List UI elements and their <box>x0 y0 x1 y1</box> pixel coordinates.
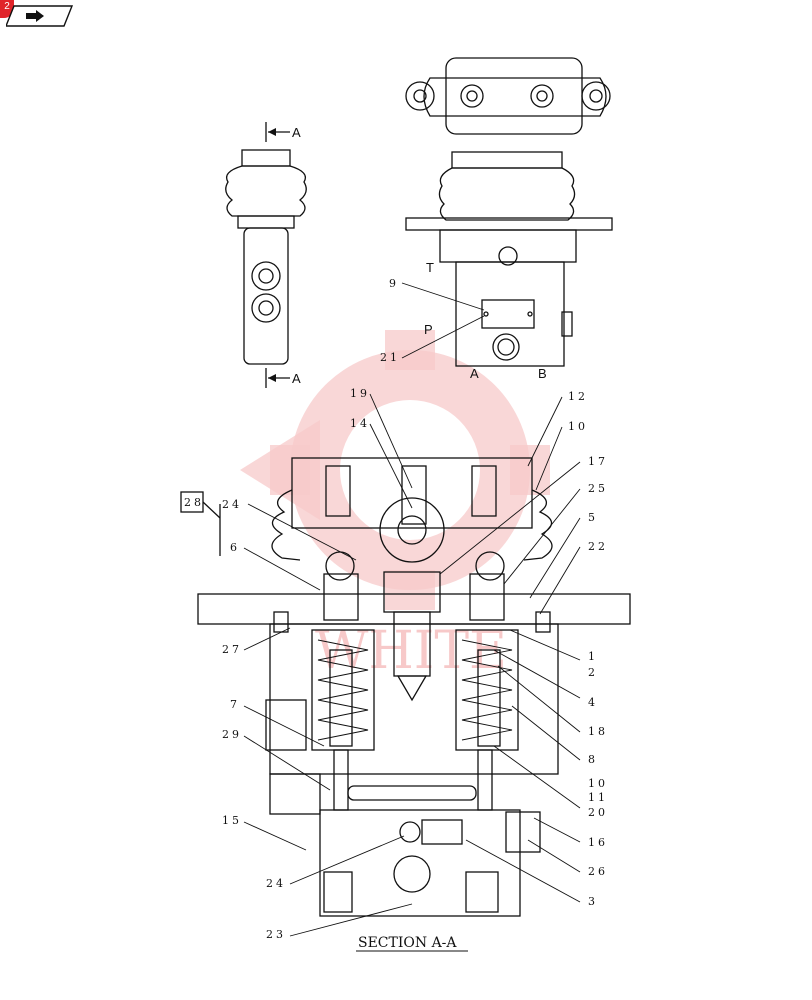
callout-29: 29 <box>222 728 242 741</box>
callout-15: 15 <box>222 814 242 827</box>
callout-23: 23 <box>266 928 286 941</box>
callout-11: 11 <box>588 791 608 804</box>
callout-9: 9 <box>389 277 399 290</box>
callout-19: 19 <box>350 387 370 400</box>
section-title: SECTION A-A <box>358 935 457 951</box>
top-plan-view <box>405 57 611 135</box>
section-arrow-label-top: A <box>292 125 301 140</box>
callout-10-bottom: 10 <box>588 777 608 790</box>
section-aa-view <box>180 457 631 917</box>
callout-6: 6 <box>230 541 240 554</box>
callout-4: 4 <box>588 696 598 709</box>
callout-24-bottom: 24 <box>266 877 286 890</box>
callout-18: 18 <box>588 725 608 738</box>
callout-14: 14 <box>350 417 370 430</box>
callout-1: 1 <box>588 650 598 663</box>
port-b-label: B <box>538 366 547 381</box>
callout-leader-lines <box>243 282 581 937</box>
port-a-label: A <box>470 366 479 381</box>
callout-3: 3 <box>588 895 598 908</box>
callout-22: 22 <box>588 540 608 553</box>
callout-16: 16 <box>588 836 608 849</box>
svg-text:WHITE: WHITE <box>315 621 507 681</box>
callout-26: 26 <box>588 865 608 878</box>
port-p-label: P <box>424 322 433 337</box>
callout-8: 8 <box>588 753 598 766</box>
callout-12: 12 <box>568 390 588 403</box>
callout-5: 5 <box>588 511 598 524</box>
callout-25: 25 <box>588 482 608 495</box>
side-view <box>225 122 307 388</box>
callout-27: 27 <box>222 643 242 656</box>
gear-logo-watermark: WHITE <box>240 330 550 681</box>
front-view <box>405 151 613 367</box>
callout-10-top: 10 <box>568 420 588 433</box>
callout-2: 2 <box>588 666 598 679</box>
callout-21: 21 <box>380 351 400 364</box>
forward-arrow-icon[interactable] <box>6 4 74 28</box>
callout-24-top: 24 <box>222 498 242 511</box>
callout-7: 7 <box>230 698 240 711</box>
callout-28: 28 <box>184 496 204 509</box>
callout-17: 17 <box>588 455 608 468</box>
callout-labels: 9 21 19 14 12 10 17 25 5 22 28 24 6 27 1… <box>184 277 608 941</box>
callout-20: 20 <box>588 806 608 819</box>
section-arrow-label-bottom: A <box>292 371 301 386</box>
port-t-label: T <box>426 260 434 275</box>
